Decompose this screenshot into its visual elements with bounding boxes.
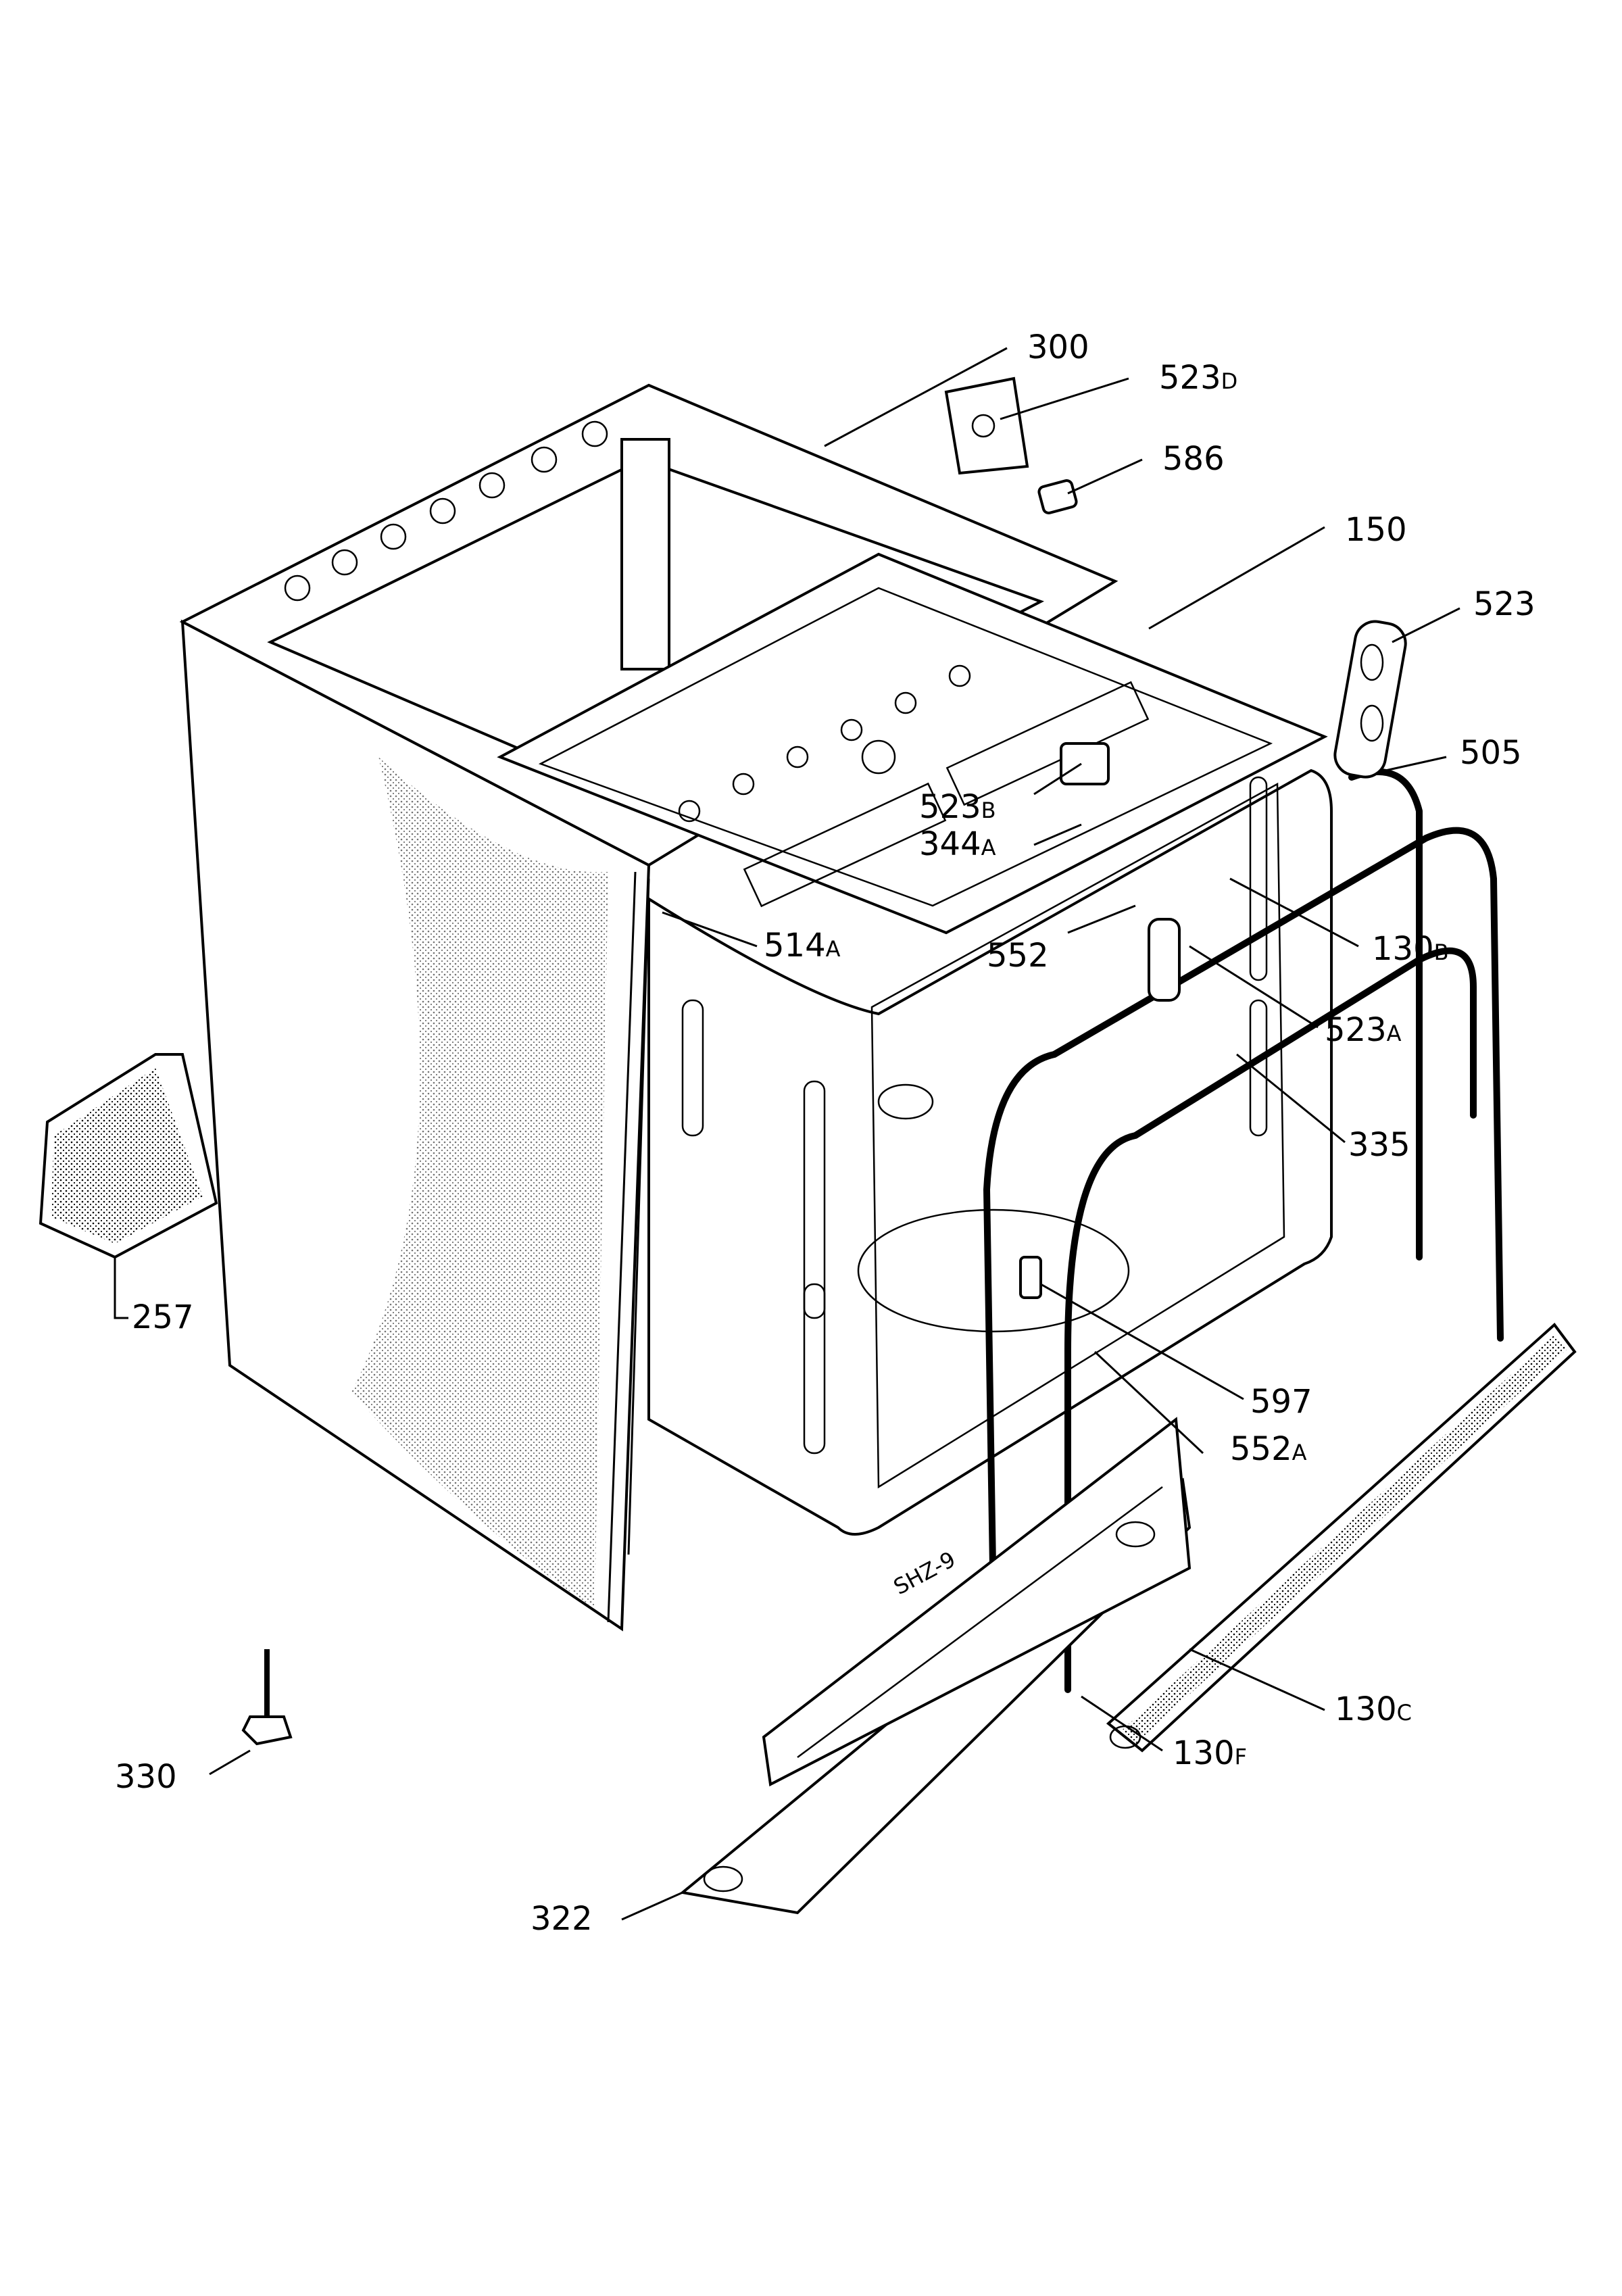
top-rail-holes	[284, 420, 608, 602]
callout-523: 523	[1473, 585, 1535, 623]
leader-lines	[114, 347, 1460, 1921]
callout-505: 505	[1460, 734, 1522, 772]
callout-257: 257	[132, 1298, 194, 1336]
callout-300: 300	[1027, 328, 1089, 366]
cabinet-outer-shell	[179, 383, 1119, 1632]
tub-top-holes	[678, 664, 971, 823]
callout-552: 552	[987, 937, 1049, 975]
plinth-stamp: SHZ-9	[889, 1546, 960, 1600]
callout-523b: 523B	[919, 788, 996, 826]
callout-523a: 523A	[1325, 1011, 1402, 1049]
callout-344a: 344A	[919, 825, 996, 863]
callout-597: 597	[1250, 1383, 1312, 1421]
small-parts	[241, 376, 1407, 1746]
pump-motor-unit	[39, 1053, 218, 1259]
callout-labels: 300 523D 586 150 523 505 523B 344A 514A …	[115, 328, 1535, 1938]
callout-335: 335	[1348, 1126, 1410, 1164]
callout-514a: 514A	[764, 927, 841, 964]
callout-552a: 552A	[1230, 1430, 1307, 1468]
callout-130f: 130F	[1173, 1734, 1247, 1772]
callout-322: 322	[531, 1900, 593, 1938]
callout-150: 150	[1345, 511, 1407, 549]
callout-130c: 130C	[1335, 1690, 1412, 1728]
bottom-seal-rod	[1106, 1323, 1577, 1753]
callout-523d: 523D	[1159, 359, 1237, 397]
callout-130b: 130B	[1372, 930, 1449, 968]
callout-586: 586	[1162, 440, 1225, 478]
callout-330: 330	[115, 1758, 177, 1796]
